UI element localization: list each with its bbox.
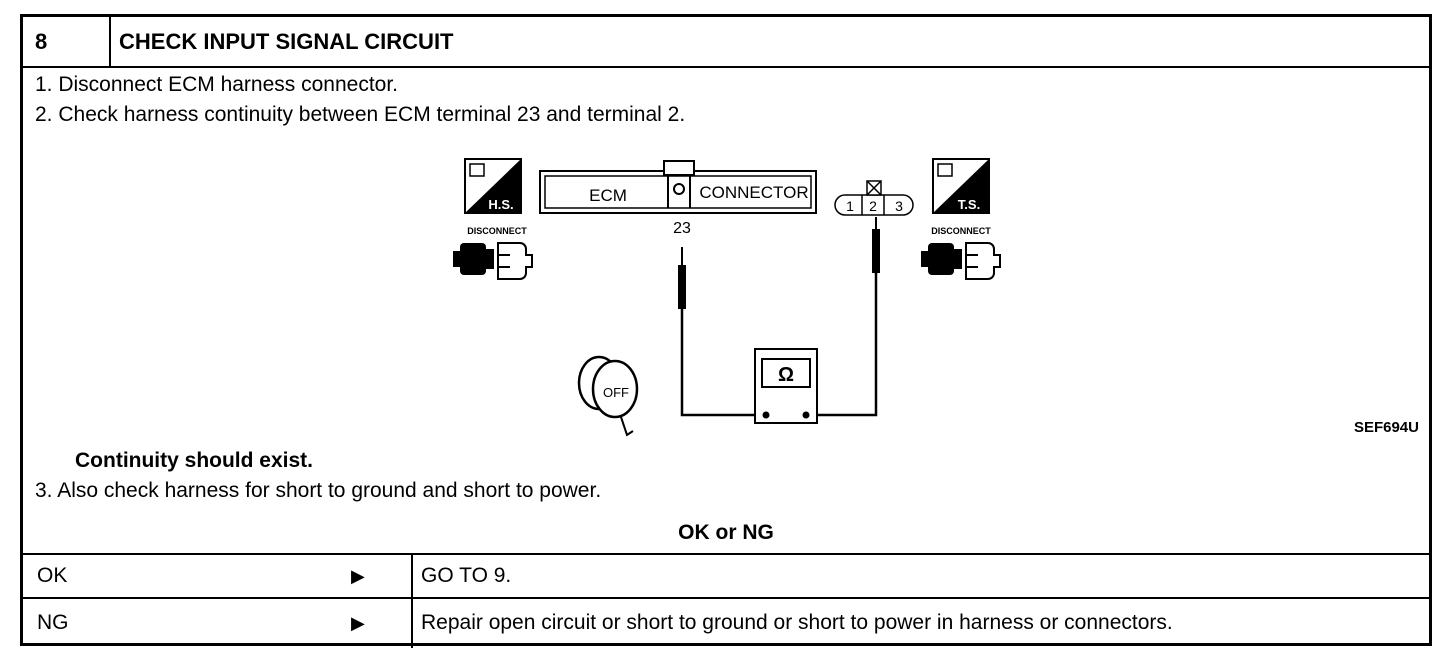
instruction-step-2: 2. Check harness continuity between ECM … [35, 103, 686, 126]
hs-badge-label: H.S. [488, 197, 513, 212]
ohmmeter-icon: Ω [754, 348, 818, 424]
procedure-header: 8 CHECK INPUT SIGNAL CIRCUIT [23, 17, 1429, 68]
disconnect-label-right: DISCONNECT [931, 226, 991, 236]
arrow-right-icon: ▶ [351, 566, 365, 586]
column-divider [411, 599, 413, 648]
result-status-ok: OK [37, 564, 68, 587]
result-status-ng: NG [37, 611, 69, 634]
pin-1: 1 [846, 198, 854, 214]
tester-safety-icon: T.S. [932, 158, 990, 214]
continuity-note: Continuity should exist. [75, 449, 314, 472]
wiring-diagram: H.S. DISCONNECT ECM CONNECTOR 23 [453, 158, 1419, 437]
instruction-step-1: 1. Disconnect ECM harness connector. [35, 73, 399, 96]
result-heading: OK or NG [678, 521, 774, 544]
result-row-ng: NG ▶ Repair open circuit or short to gro… [23, 597, 1429, 648]
step-number: 8 [23, 17, 111, 66]
result-row-ok: OK ▶ GO TO 9. [23, 553, 1429, 599]
result-action-ng: Repair open circuit or short to ground o… [421, 611, 1173, 634]
arrow-right-icon: ▶ [351, 613, 365, 633]
ecm-terminal-number: 23 [673, 220, 691, 237]
ts-badge-label: T.S. [958, 197, 980, 212]
ecm-label: ECM [589, 186, 627, 205]
instruction-step-3: 3. Also check harness for short to groun… [35, 479, 602, 502]
hand-safety-icon: H.S. [464, 158, 522, 214]
connector-label: CONNECTOR [699, 183, 808, 202]
ignition-key-icon: OFF [577, 355, 639, 437]
pin-2: 2 [869, 198, 877, 214]
procedure-title: CHECK INPUT SIGNAL CIRCUIT [119, 29, 454, 54]
procedure-box: 8 CHECK INPUT SIGNAL CIRCUIT 1. Disconne… [20, 14, 1432, 648]
result-action-ok: GO TO 9. [421, 564, 512, 587]
disconnect-icon-right [921, 242, 1001, 280]
ignition-off-label: OFF [603, 385, 629, 400]
pin-3: 3 [895, 198, 903, 214]
test-leads [678, 217, 880, 417]
column-divider [411, 555, 413, 599]
disconnect-label-left: DISCONNECT [467, 226, 527, 236]
figure-code: SEF694U [1354, 419, 1419, 436]
ohm-symbol: Ω [778, 364, 794, 386]
ecm-connector: ECM CONNECTOR [539, 160, 817, 214]
sensor-connector: 1 2 3 [834, 180, 914, 216]
disconnect-icon-left [453, 242, 533, 280]
